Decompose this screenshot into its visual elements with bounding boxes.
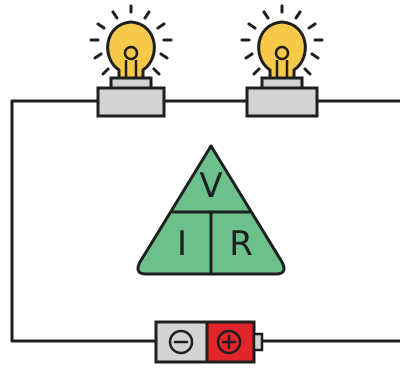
voltage-label: V (199, 166, 222, 206)
light-bulb-1 (89, 4, 173, 118)
minus-circle-icon (168, 329, 194, 355)
bulb-socket (245, 86, 319, 118)
light-rays-icon (89, 4, 173, 76)
light-bulb-2 (240, 4, 324, 118)
light-bulb-icon (106, 20, 156, 90)
battery (154, 320, 264, 364)
plus-circle-icon (216, 329, 242, 355)
circuit-wire (10, 99, 400, 343)
battery-cap (252, 332, 264, 352)
resistance-label: R (229, 224, 253, 264)
light-rays-icon (240, 4, 324, 76)
vir-formula-triangle: V I R (136, 144, 286, 276)
light-bulb-icon (257, 20, 307, 90)
current-label: I (177, 224, 187, 264)
bulb-socket (96, 86, 166, 118)
